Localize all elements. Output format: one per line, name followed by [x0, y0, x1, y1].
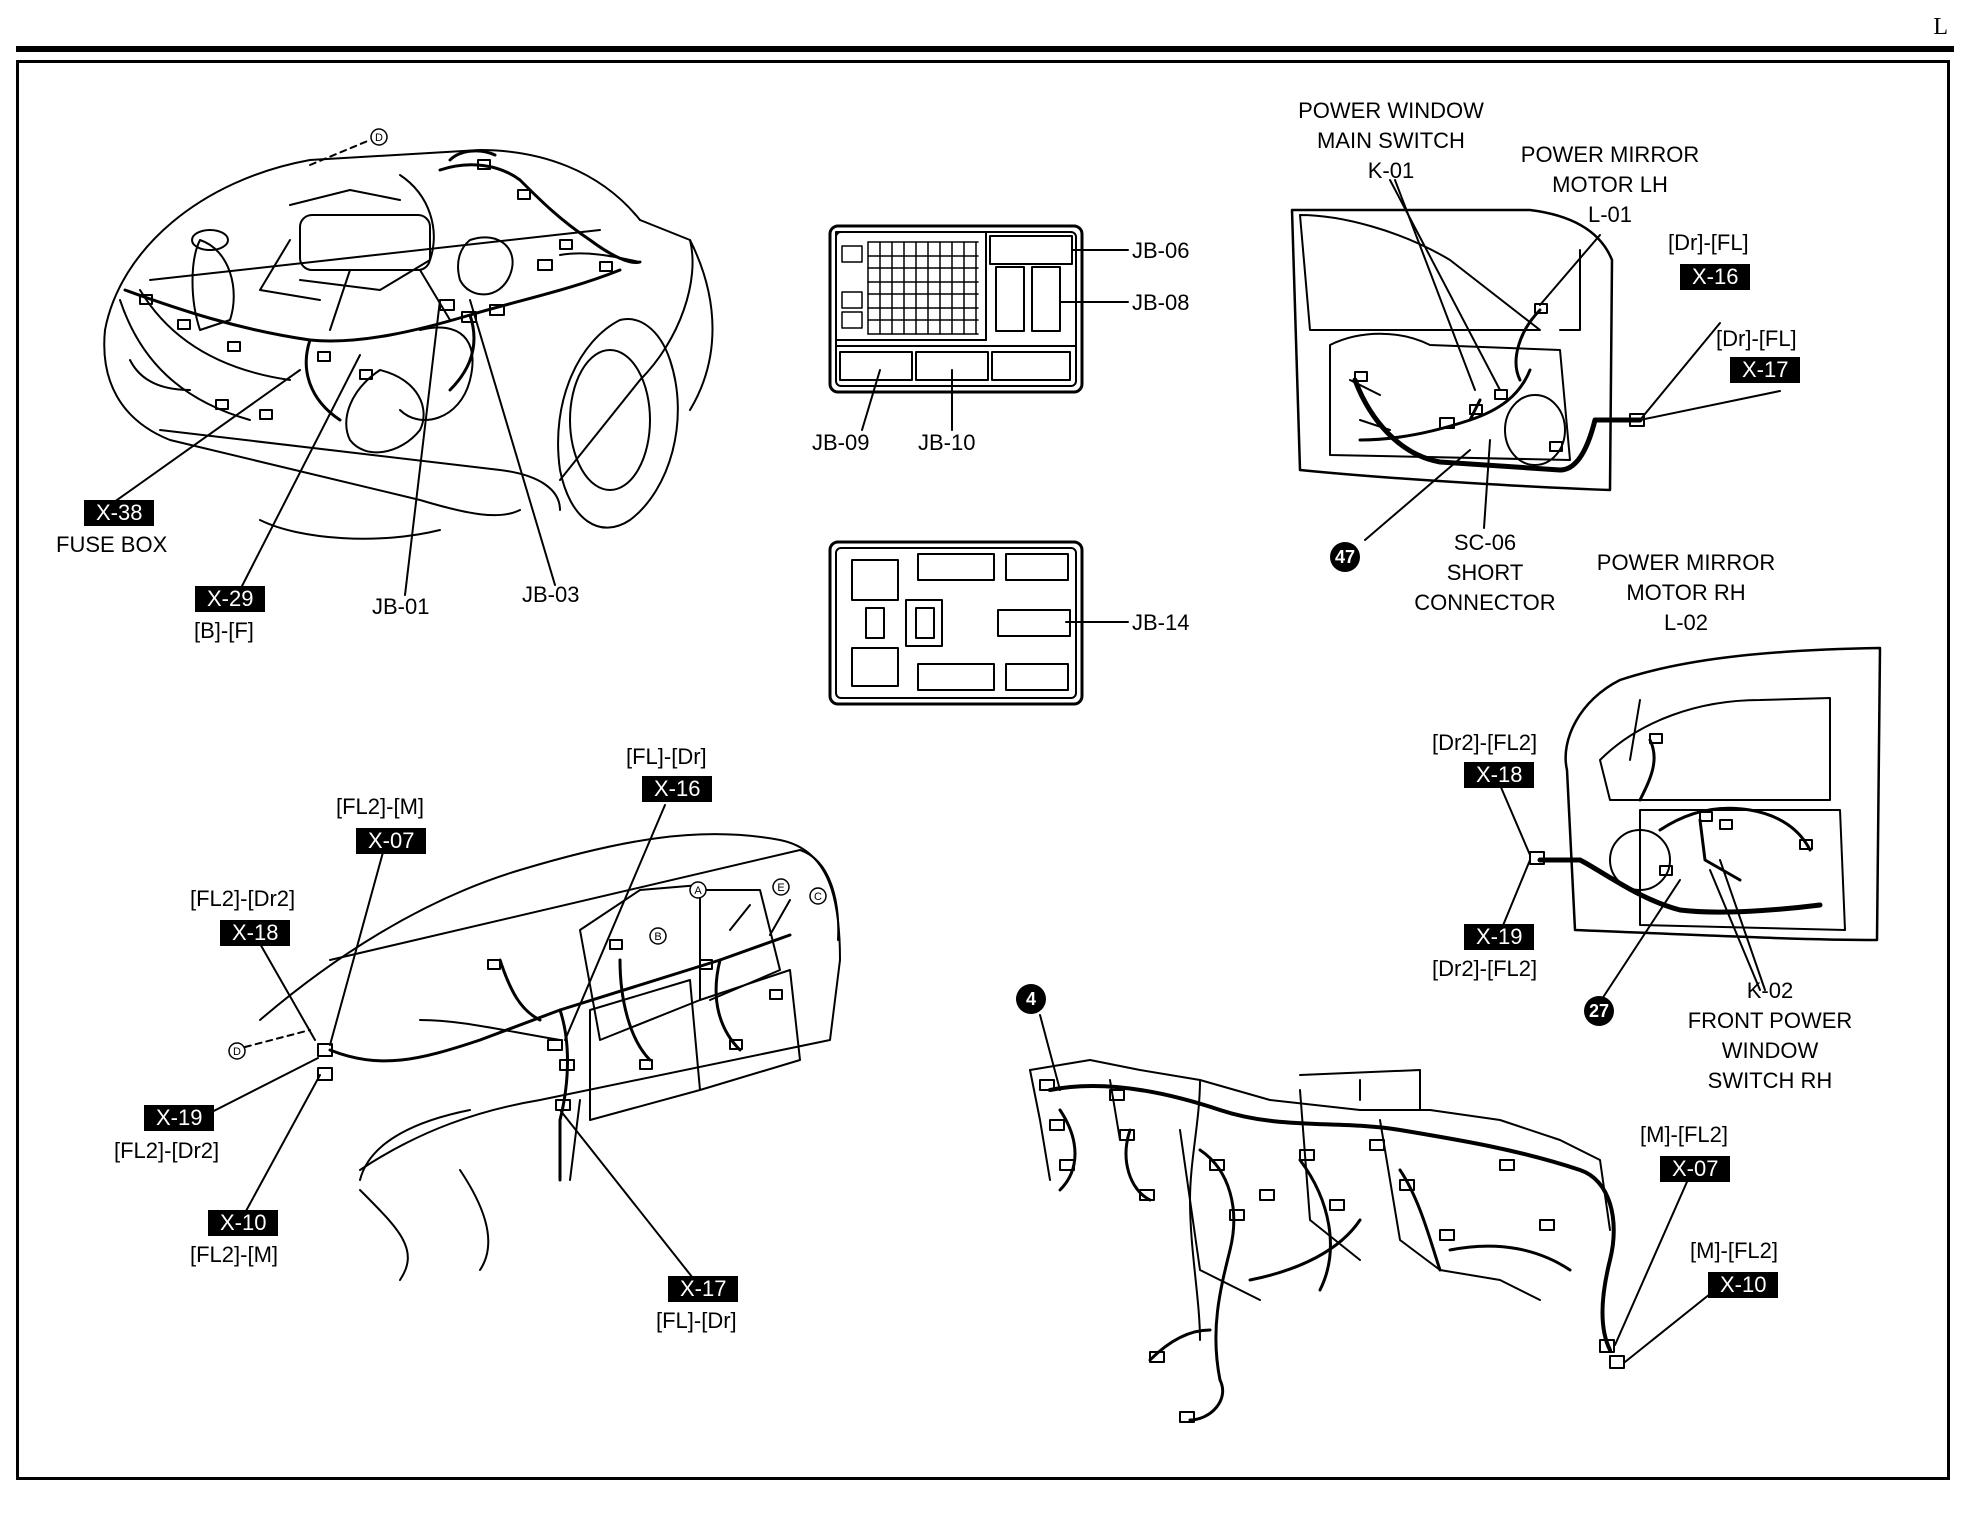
jb03-label: JB-03 [522, 582, 580, 607]
pw-main-switch-line1: POWER WINDOW [1298, 98, 1484, 123]
x10-r-tag: X-10 [1708, 1272, 1779, 1298]
fl2-dr2-sub: [FL2]-[Dr2] [190, 886, 296, 911]
sc06-line2: SHORT [1446, 560, 1524, 585]
pm-lh-line3: L-01 [1587, 202, 1633, 227]
callout-27: 27 [1584, 996, 1614, 1026]
car-body-illustration [199, 804, 841, 1288]
top-rule [16, 46, 1954, 52]
jb01-label: JB-01 [372, 594, 430, 619]
x18-r-sub: [Dr2]-[FL2] [1432, 730, 1538, 755]
x19-l-sub: [FL2]-[Dr2] [114, 1138, 220, 1163]
pm-rh-line2: MOTOR RH [1626, 580, 1746, 605]
engine-bay-illustration [103, 139, 714, 596]
dash-harness-illustration [1029, 1014, 1716, 1423]
m-fl2-b-sub: [M]-[FL2] [1690, 1238, 1779, 1263]
pm-rh-line3: L-02 [1663, 610, 1709, 635]
ref-b: B [654, 931, 661, 943]
ref-d1: D [375, 132, 383, 144]
x19-r-sub: [Dr2]-[FL2] [1432, 956, 1538, 981]
k02-line3: WINDOW [1721, 1038, 1819, 1063]
x10-l-tag: X-10 [208, 1210, 279, 1236]
x19-r-tag: X-19 [1464, 924, 1535, 950]
ref-a: A [694, 885, 702, 897]
callout-4: 4 [1016, 984, 1046, 1014]
x07-r-tag: X-07 [1660, 1156, 1731, 1182]
door-lh-illustration [1290, 179, 1781, 541]
x07-l-tag: X-07 [356, 828, 427, 854]
x19-l-tag: X-19 [144, 1105, 215, 1131]
x38-tag: X-38 [84, 500, 155, 526]
m-fl2-a-sub: [M]-[FL2] [1640, 1122, 1729, 1147]
x17-b-tag: X-17 [668, 1276, 739, 1302]
x29-sub-label: [B]-[F] [194, 618, 254, 643]
jb10-label: JB-10 [918, 430, 976, 455]
pm-lh-line1: POWER MIRROR [1520, 142, 1700, 167]
ref-d2: D [233, 1046, 241, 1058]
x10-l-sub: [FL2]-[M] [190, 1242, 279, 1267]
x18-r-tag: X-18 [1464, 762, 1535, 788]
ref-circle-e [772, 878, 790, 896]
ref-circle-d1 [370, 128, 388, 146]
pm-lh-line2: MOTOR LH [1552, 172, 1668, 197]
x17-top-tag: X-17 [1730, 357, 1801, 383]
fuse-box-label: FUSE BOX [56, 532, 168, 557]
pw-main-switch-line2: MAIN SWITCH [1317, 128, 1465, 153]
jb09-label: JB-09 [812, 430, 870, 455]
page-letter: L [1933, 14, 1948, 40]
pw-main-switch-line3: K-01 [1367, 158, 1415, 183]
x16-top-sub: [Dr]-[FL] [1668, 230, 1749, 255]
door-rh-illustration [1496, 646, 1882, 1003]
ref-circle-d2 [228, 1042, 246, 1060]
k02-line1: K-02 [1746, 978, 1794, 1003]
sc06-line3: CONNECTOR [1414, 590, 1556, 615]
junction-box-lower [828, 540, 1129, 706]
callout-47: 47 [1330, 542, 1360, 572]
sc06-line1: SC-06 [1453, 530, 1517, 555]
x16-mid-tag: X-16 [642, 776, 713, 802]
pm-rh-line1: POWER MIRROR [1596, 550, 1776, 575]
ref-circle-c [809, 887, 827, 905]
x17-top-sub: [Dr]-[FL] [1716, 326, 1797, 351]
ref-c: C [814, 891, 822, 903]
k02-line2: FRONT POWER [1687, 1008, 1853, 1033]
diagram-frame [16, 60, 1950, 1480]
x18-l-tag: X-18 [220, 920, 291, 946]
x16-top-tag: X-16 [1680, 264, 1751, 290]
ref-circle-a [689, 881, 707, 899]
x17-b-sub: [FL]-[Dr] [656, 1308, 737, 1333]
jb08-label: JB-08 [1132, 290, 1190, 315]
fl2-m-sub: [FL2]-[M] [336, 794, 425, 819]
ref-e: E [777, 882, 784, 894]
x29-tag: X-29 [195, 586, 266, 612]
jb14-label: JB-14 [1132, 610, 1190, 635]
fl-dr-sub: [FL]-[Dr] [626, 744, 707, 769]
jb06-label: JB-06 [1132, 238, 1190, 263]
k02-line4: SWITCH RH [1707, 1068, 1833, 1093]
junction-box-upper [828, 224, 1129, 431]
ref-circle-b [649, 927, 667, 945]
